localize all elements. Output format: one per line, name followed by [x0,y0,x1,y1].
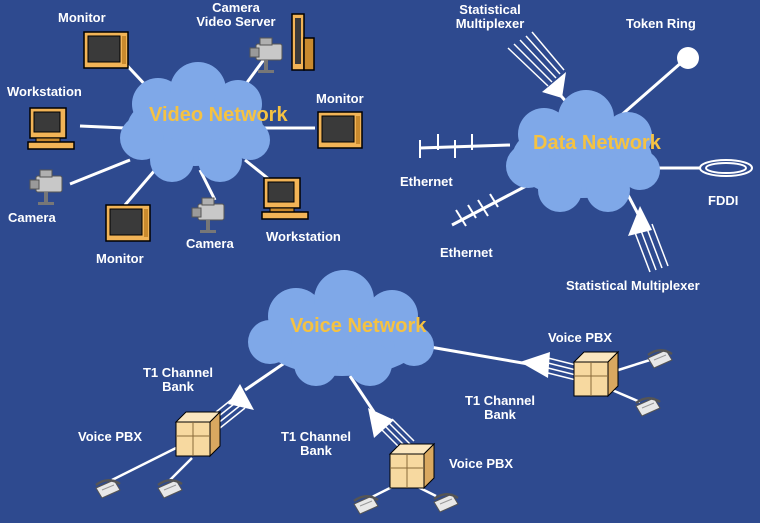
ethernet-bus-top [419,134,473,158]
phone-icon [432,492,460,514]
video-network-cloud [120,62,270,182]
label-ethernet-top: Ethernet [400,174,453,189]
label-t1-middle-line2: Bank [300,443,332,458]
label-stat-mux-bottom: Statistical Multiplexer [566,278,700,293]
label-pbx-left: Voice PBX [78,429,143,444]
label-ethernet-bottom: Ethernet [440,245,493,260]
label-stat-mux-top: Statistical Multiplexer [440,3,540,31]
label-pbx-middle: Voice PBX [449,456,514,471]
video-server-icon [291,13,315,71]
label-t1-middle: T1 Channel Bank [266,430,366,458]
ethernet-bus-bottom [455,193,499,227]
label-camera-left: Camera [8,210,56,225]
label-camera-server-line2: Video Server [196,14,276,29]
label-stat-mux-top-line1: Statistical [459,2,521,17]
data-title-line2: Network [581,132,661,154]
pbx-icon [389,443,435,489]
label-monitor-bottom: Monitor [96,251,144,266]
voice-title-line2: Network [347,315,427,337]
pbx-icon [573,351,619,397]
label-t1-middle-line1: T1 Channel [280,429,352,444]
data-network-title: Data Network [533,131,661,155]
label-t1-right-line2: Bank [484,407,516,422]
stat-mux-bottom-link [626,194,640,215]
token-ring-icon [677,47,699,69]
stat-mux-bottom-arrow [628,206,652,236]
data-network-cloud [506,90,660,212]
label-camera-server-line1: Camera [212,0,260,15]
camera-icon [191,197,225,234]
label-workstation-left: Workstation [7,84,82,99]
monitor-icon [317,111,363,149]
video-title-line2: Network [208,104,288,126]
monitor-icon [105,204,151,242]
pbx-icon [175,411,221,457]
t1-right-arrow [520,352,550,378]
phone-icon [634,396,662,418]
label-workstation-bottom: Workstation [266,229,341,244]
label-camera-video-server: Camera Video Server [176,1,296,29]
label-camera-bottom: Camera [186,236,234,251]
video-title-line1: Video [149,104,204,126]
stat-mux-bottom-bundle [633,223,669,273]
camera-icon [29,169,63,206]
voice-network-title: Voice Network [290,314,426,338]
label-monitor-right: Monitor [316,91,364,106]
phone-icon [646,348,674,370]
voice-network-cloud [248,270,434,386]
label-monitor-top: Monitor [58,10,106,25]
label-fddi: FDDI [708,193,739,208]
label-stat-mux-top-line2: Multiplexer [455,16,525,31]
voice-title-line1: Voice [290,315,342,337]
stat-mux-top-bundle [507,31,565,87]
camera-icon [249,37,283,74]
label-pbx-right: Voice PBX [548,330,613,345]
workstation-icon [261,177,309,220]
t1-middle-arrow [368,408,394,438]
data-title-line1: Data [533,132,577,154]
label-token-ring: Token Ring [626,16,696,31]
label-t1-left-line1: T1 Channel [142,365,214,380]
video-network-title: Video Network [149,103,288,127]
monitor-icon [83,31,129,69]
phone-icon [352,494,380,516]
phone-icon [156,478,184,500]
label-t1-left: T1 Channel Bank [128,366,228,394]
phone-icon [94,478,122,500]
label-t1-right: T1 Channel Bank [448,394,552,422]
label-t1-left-line2: Bank [162,379,194,394]
workstation-icon [27,107,75,150]
label-t1-right-line1: T1 Channel [464,393,536,408]
stat-mux-top-arrow [542,72,566,98]
fddi-ring-icon [699,159,753,177]
